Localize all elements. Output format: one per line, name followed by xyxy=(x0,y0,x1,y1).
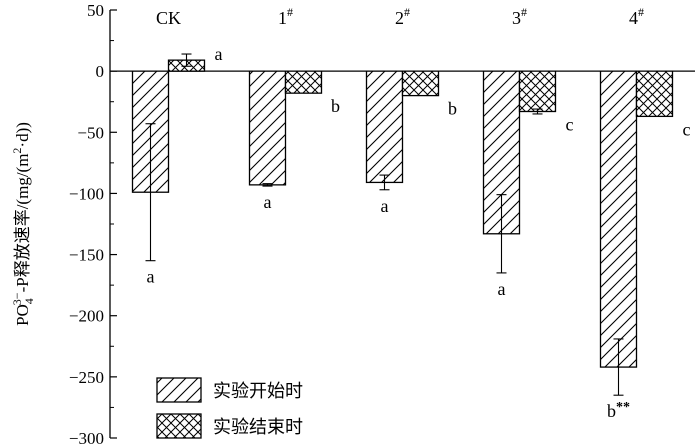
bar xyxy=(518,70,557,113)
y-tick-label: −200 xyxy=(69,307,104,326)
significance-letter: a xyxy=(264,192,272,212)
y-tick-label: −250 xyxy=(69,368,104,387)
y-tick-label: 0 xyxy=(96,62,105,81)
y-tick-label: −100 xyxy=(69,184,104,203)
category-label-sup: # xyxy=(404,5,410,19)
legend-swatch xyxy=(156,377,202,403)
category-label-base: 2 xyxy=(395,8,404,28)
category-label: 2# xyxy=(395,5,410,28)
significance-stars: ** xyxy=(616,400,630,415)
y-tick-label: −300 xyxy=(69,429,104,447)
significance-letter: b xyxy=(331,96,340,116)
significance-label: a xyxy=(381,196,389,216)
y-axis-label-suffix: ·d)) xyxy=(13,122,32,147)
y-tick-label: 50 xyxy=(87,1,104,20)
y-axis-label-group: PO43−-P释放速率/(mg/(m2·d)) xyxy=(10,122,36,326)
significance-letter: a xyxy=(381,196,389,216)
category-label: 1# xyxy=(278,5,293,28)
significance-label: b xyxy=(448,99,457,119)
significance-letter: a xyxy=(147,267,155,287)
y-axis-label: PO43−-P释放速率/(mg/(m2·d)) xyxy=(10,122,36,326)
y-axis-label-sup2: 2 xyxy=(10,148,24,154)
legend-label: 实验结束时 xyxy=(213,417,303,438)
significance-letter: c xyxy=(683,119,691,139)
bar xyxy=(401,70,440,97)
category-label-sup: # xyxy=(638,5,644,19)
significance-letter: a xyxy=(498,279,506,299)
significance-letter: b xyxy=(607,401,616,421)
category-label-base: CK xyxy=(156,8,181,28)
y-axis-label-mid: -P释放速率/(mg/(m xyxy=(13,154,32,293)
chart-bars xyxy=(131,53,674,396)
significance-label: a xyxy=(147,267,155,287)
y-axis-label-sup: 3− xyxy=(10,292,24,305)
significance-label: c xyxy=(683,119,691,139)
category-label: 3# xyxy=(512,5,527,28)
y-axis-label-text: PO43−-P释放速率/(mg/(m2·d)) xyxy=(10,122,36,326)
significance-label: a xyxy=(498,279,506,299)
category-label: CK xyxy=(156,8,181,28)
y-axis-label-prefix: PO xyxy=(13,304,32,326)
significance-label: b** xyxy=(607,400,630,421)
bar xyxy=(599,70,638,368)
bar xyxy=(284,70,323,94)
bar xyxy=(635,70,674,118)
significance-label: b xyxy=(331,96,340,116)
significance-letter: b xyxy=(448,99,457,119)
significance-label: c xyxy=(566,114,574,134)
category-label-base: 1 xyxy=(278,8,287,28)
significance-letter: a xyxy=(215,44,223,64)
category-label-sup: # xyxy=(287,5,293,19)
y-axis-label-sub: 4 xyxy=(22,298,36,304)
bar xyxy=(248,70,287,186)
y-tick-label: −150 xyxy=(69,246,104,265)
category-label-sup: # xyxy=(521,5,527,19)
legend-label: 实验开始时 xyxy=(213,381,303,402)
bar xyxy=(365,70,404,184)
significance-label: a xyxy=(264,192,272,212)
category-label-base: 4 xyxy=(629,8,638,28)
significance-letter: c xyxy=(566,114,574,134)
y-tick-label: −50 xyxy=(77,123,104,142)
significance-label: a xyxy=(215,44,223,64)
legend-swatch xyxy=(156,413,202,439)
category-label: 4# xyxy=(629,5,644,28)
chart-axes: 50 0 −50 −100 −150 −200 −250 −300 xyxy=(69,1,695,447)
category-label-base: 3 xyxy=(512,8,521,28)
